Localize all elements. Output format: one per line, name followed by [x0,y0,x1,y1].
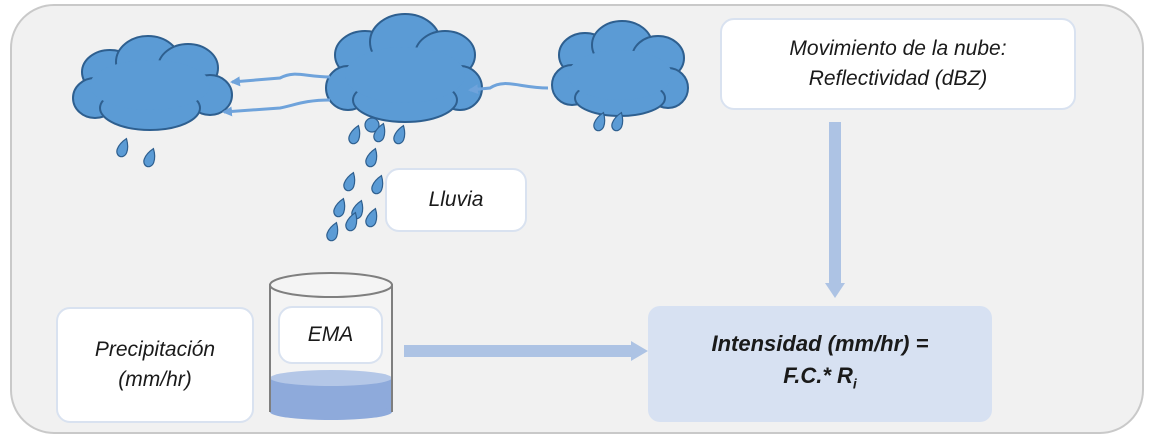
raindrop-icon [141,146,159,169]
cloud-icon-left [72,35,233,131]
rain-label: Lluvia [428,188,484,211]
intensity-line2: F.C.* Ri [712,360,929,399]
cloud-icon-right [551,20,689,117]
intensity-subscript: i [852,375,857,392]
raindrops [114,110,627,243]
raindrop-icon [363,146,381,169]
cloud-motion-line2: Reflectividad (dBZ) [808,67,988,90]
raindrop-icon [391,123,409,146]
cloud-motion-line1: Movimiento de la nube: [789,37,1007,60]
precipitation-line2: (mm/hr) [118,368,192,391]
gauge-label: EMA [307,323,354,346]
raindrop-icon [324,220,342,243]
intensity-box: Intensidad (mm/hr) = F.C.* Ri [648,306,992,422]
gauge-label-box: EMA [278,306,383,364]
raindrop-icon [114,136,132,159]
cloud-motion-box: Movimiento de la nube: Reflectividad (dB… [720,18,1076,110]
rain-label-box: Lluvia [385,168,527,232]
raindrop-icon [341,170,359,193]
precipitation-box: Precipitación (mm/hr) [56,307,254,423]
arrow-icon-right [404,341,648,361]
arrow-icon-center-to-left-bottom [222,98,331,117]
raindrop-icon [369,173,387,196]
raindrop-icon [363,206,381,229]
intensity-line1: Intensidad (mm/hr) = [711,331,929,357]
cloud-icon-center [325,13,483,123]
intensity-formula: F.C.* R [783,363,853,389]
raindrop-icon [364,117,380,133]
arrow-icon-down [825,122,845,298]
cloud-motion-arrows [222,72,549,117]
arrow-icon-right-to-center [468,82,549,95]
raindrop-icon [331,196,349,219]
arrow-icon-center-to-left-top [230,72,331,87]
raindrop-icon [346,123,364,146]
precipitation-line1: Precipitación [94,338,216,361]
